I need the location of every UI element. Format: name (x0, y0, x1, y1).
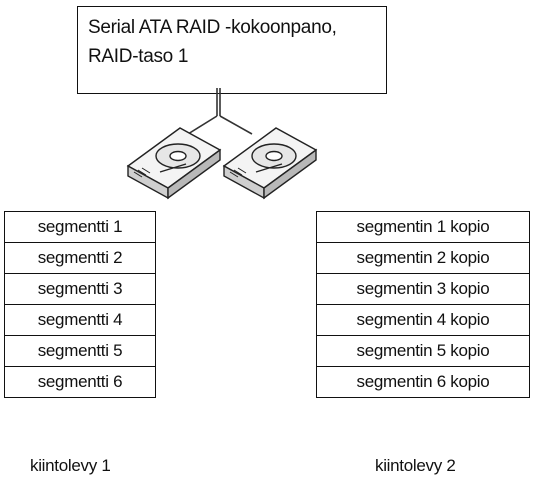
hard-drive-icon-1 (126, 127, 222, 200)
title-line-1: Serial ATA RAID -kokoonpano, (88, 17, 337, 38)
segment-copy-cell: segmentin 3 kopio (316, 273, 530, 305)
hard-drive-icon-2 (222, 127, 318, 200)
cable-icon (187, 88, 253, 135)
segment-cell: segmentti 5 (4, 335, 156, 367)
segment-copy-cell: segmentin 4 kopio (316, 304, 530, 336)
segment-cell: segmentti 1 (4, 211, 156, 243)
segment-copy-cell: segmentin 1 kopio (316, 211, 530, 243)
table-row: segmentti 2 (4, 242, 156, 274)
segment-cell: segmentti 4 (4, 304, 156, 336)
segment-cell: segmentti 6 (4, 366, 156, 398)
segment-cell: segmentti 3 (4, 273, 156, 305)
table-row: segmentin 1 kopio (316, 211, 530, 243)
table-row: segmentin 2 kopio (316, 242, 530, 274)
table-row: segmentti 4 (4, 304, 156, 336)
disk-2-label: kiintolevy 2 (375, 456, 456, 475)
segment-cell: segmentti 2 (4, 242, 156, 274)
raid-title-box: Serial ATA RAID -kokoonpano, RAID-taso 1 (77, 6, 387, 94)
title-line-2: RAID-taso 1 (88, 46, 189, 67)
table-row: segmentin 4 kopio (316, 304, 530, 336)
table-row: segmentin 6 kopio (316, 366, 530, 398)
segment-copy-cell: segmentin 2 kopio (316, 242, 530, 274)
hard-drives-illustration (126, 88, 318, 200)
table-row: segmentti 3 (4, 273, 156, 305)
table-row: segmentti 5 (4, 335, 156, 367)
disk-2-segment-table: segmentin 1 kopio segmentin 2 kopio segm… (316, 211, 530, 398)
table-row: segmentti 1 (4, 211, 156, 243)
disk-1-segment-table: segmentti 1 segmentti 2 segmentti 3 segm… (4, 211, 156, 398)
disk-1-label: kiintolevy 1 (30, 456, 111, 475)
table-row: segmentin 5 kopio (316, 335, 530, 367)
table-row: segmentin 3 kopio (316, 273, 530, 305)
segment-copy-cell: segmentin 5 kopio (316, 335, 530, 367)
segment-copy-cell: segmentin 6 kopio (316, 366, 530, 398)
table-row: segmentti 6 (4, 366, 156, 398)
